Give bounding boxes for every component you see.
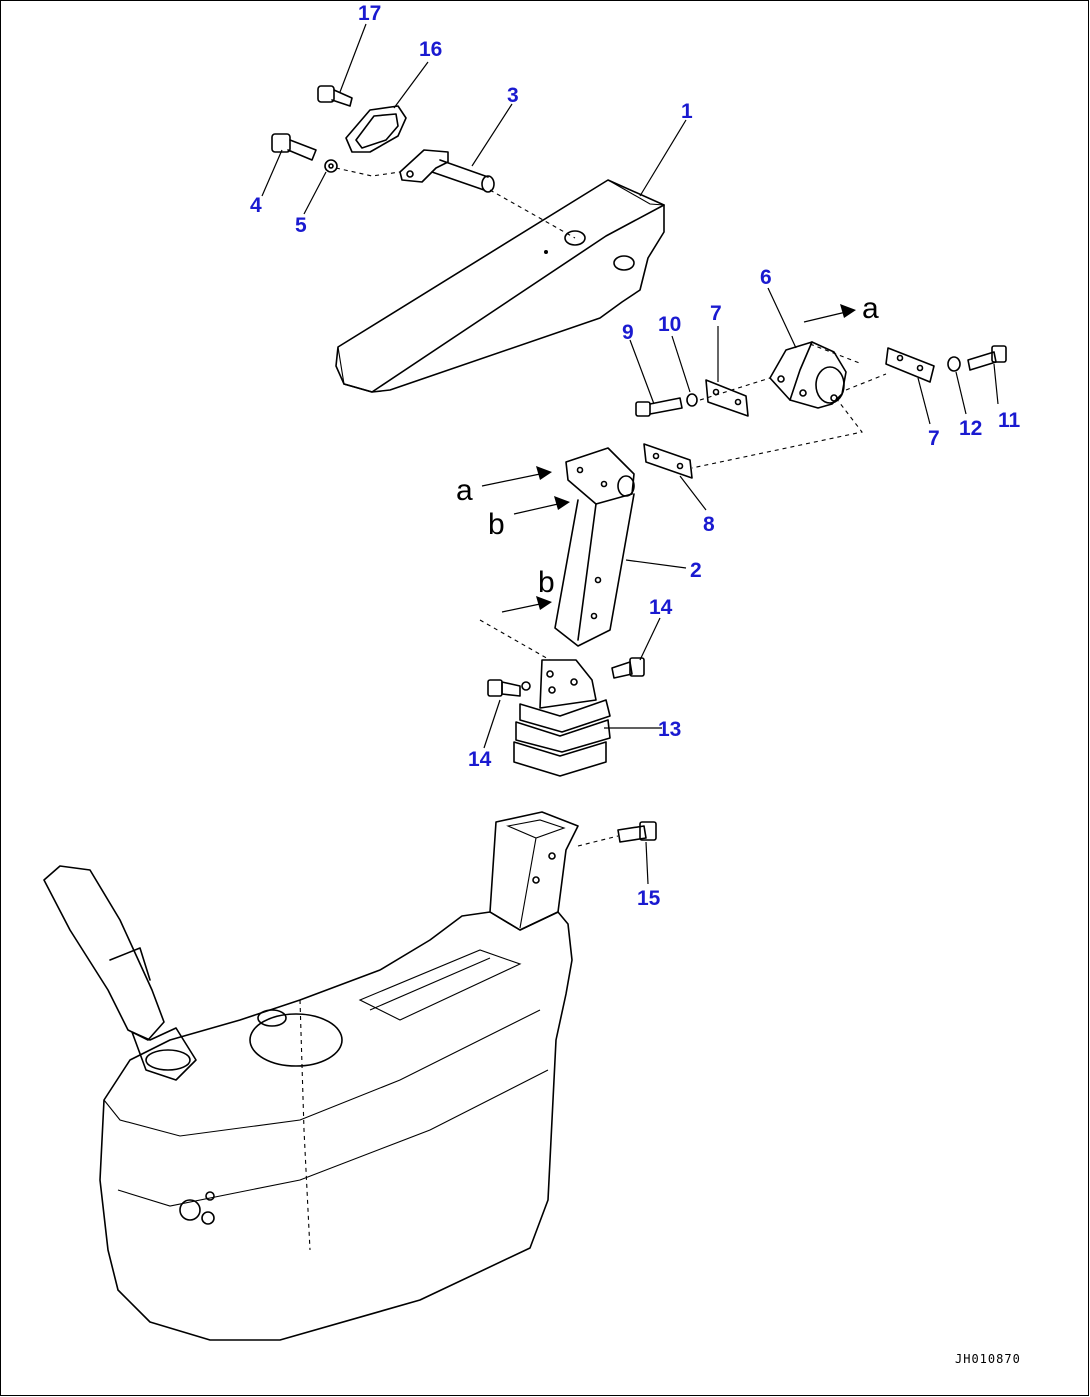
- washer-part-5: [324, 159, 338, 173]
- callout-4: 4: [250, 194, 262, 217]
- drawing-code: JH010870: [955, 1352, 1021, 1366]
- callout-16: 16: [419, 38, 442, 61]
- callout-7-left: 7: [710, 302, 722, 325]
- bolt-part-9: [635, 397, 683, 417]
- callout-12: 12: [959, 417, 982, 440]
- view-letter-a-right: a: [862, 292, 879, 325]
- view-letter-a-left: a: [456, 474, 473, 507]
- plate-part-7-right: [885, 347, 935, 383]
- armrest-part-1: [335, 179, 665, 393]
- washer-part-12: [947, 356, 961, 372]
- callout-7-right: 7: [928, 427, 940, 450]
- bolt-part-11: [967, 345, 1007, 371]
- callout-14-right: 14: [649, 596, 673, 619]
- view-letter-b-upper: b: [488, 508, 505, 541]
- cover-plate-part-16: [345, 105, 407, 153]
- callout-9: 9: [622, 321, 634, 344]
- washer-part-10: [686, 393, 698, 407]
- bolt-part-14-left: [487, 679, 531, 697]
- boot-part-13: [513, 659, 611, 777]
- bolt-part-15: [617, 821, 657, 843]
- view-arrow-a-right: [803, 304, 856, 323]
- callout-2: 2: [690, 559, 702, 582]
- column-part-2: [554, 447, 635, 647]
- leader-lines: [261, 23, 999, 885]
- callout-11: 11: [998, 409, 1021, 432]
- callout-10: 10: [658, 313, 681, 336]
- callout-14-left: 14: [468, 748, 492, 771]
- pin-part-3: [399, 149, 495, 193]
- view-letter-b-lower: b: [538, 566, 555, 599]
- bolt-part-17: [317, 85, 353, 107]
- plate-part-7-left: [705, 379, 749, 417]
- callout-8: 8: [703, 513, 715, 536]
- view-arrow-b-lower: [501, 596, 552, 613]
- callout-15: 15: [637, 887, 661, 910]
- bolt-part-4: [271, 133, 317, 161]
- bolt-part-14-right: [611, 657, 645, 679]
- callout-1: 1: [681, 100, 693, 123]
- callout-13: 13: [658, 718, 681, 741]
- callout-3: 3: [507, 84, 519, 107]
- console-assembly: [43, 811, 579, 1341]
- view-arrow-b-upper: [513, 496, 570, 515]
- callout-17: 17: [358, 2, 381, 25]
- view-arrow-a-left: [481, 466, 552, 487]
- plate-part-8: [643, 443, 693, 479]
- callout-5: 5: [295, 214, 307, 237]
- assembly-lines: [335, 167, 887, 847]
- bracket-part-6: [769, 341, 847, 409]
- callout-6: 6: [760, 266, 772, 289]
